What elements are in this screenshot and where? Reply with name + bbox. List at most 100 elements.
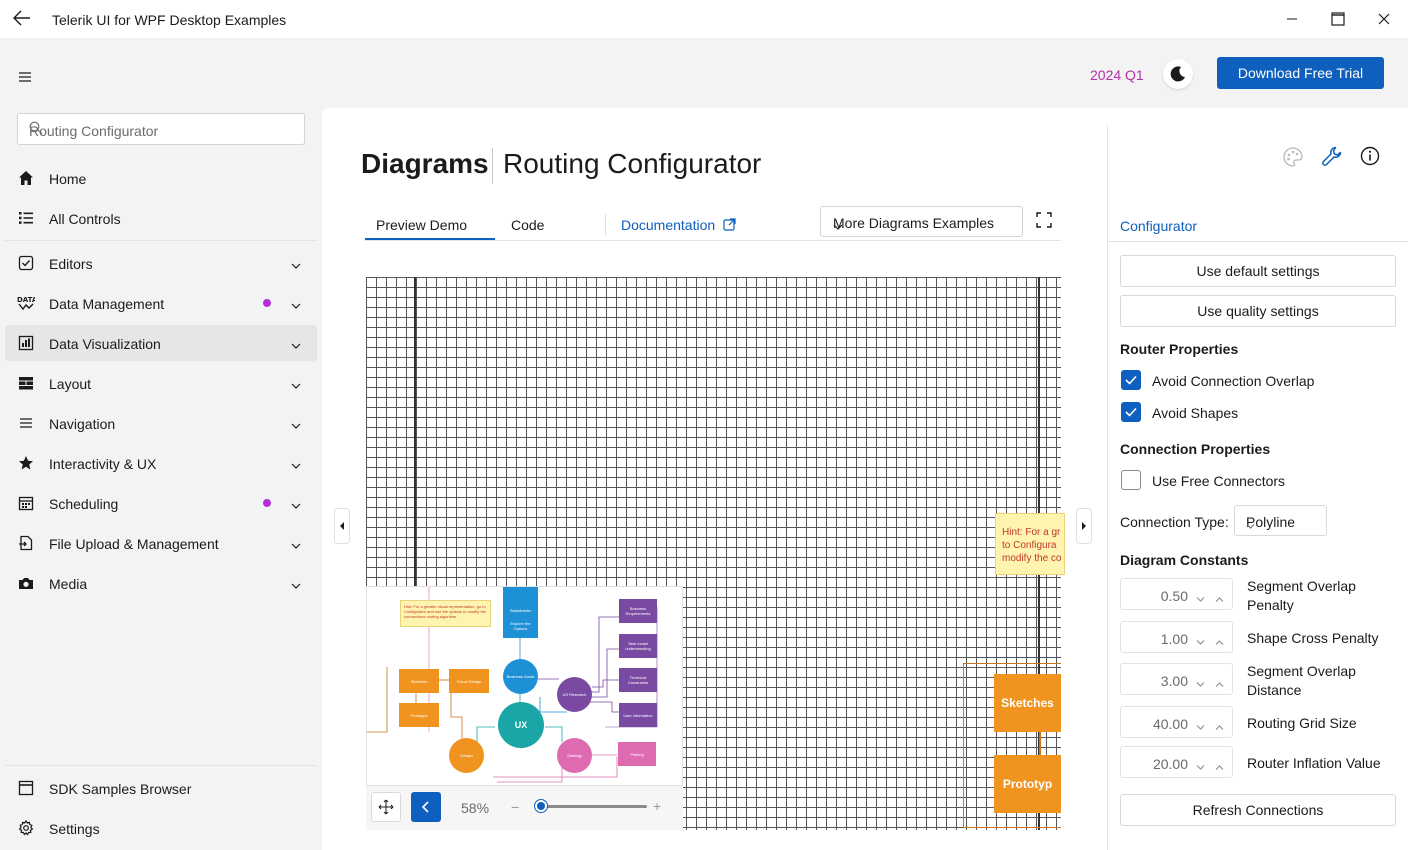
hamburger-icon[interactable]	[18, 70, 34, 84]
connection-type-select[interactable]: Polyline	[1234, 505, 1327, 536]
zoom-slider-track[interactable]	[537, 805, 647, 808]
chevron-down-icon[interactable]	[1196, 718, 1205, 734]
zoom-out-icon[interactable]: −	[511, 799, 520, 815]
free-connectors-checkbox[interactable]	[1121, 470, 1141, 490]
pan-button[interactable]	[371, 792, 401, 822]
theme-toggle-button[interactable]	[1163, 59, 1193, 89]
sidebar-item-data-visualization[interactable]: Data Visualization	[5, 325, 317, 361]
ov-shape-planing: Planing	[618, 742, 656, 766]
ov-shape-technical: Technical Constraints	[619, 668, 657, 692]
chevron-up-icon[interactable]	[1215, 758, 1224, 774]
ov-label: Design	[460, 753, 473, 758]
avoid-shapes-label[interactable]: Avoid Shapes	[1152, 405, 1239, 421]
chevron-up-icon[interactable]	[1215, 718, 1224, 734]
router-inflation-input[interactable]: 20.00	[1120, 746, 1233, 778]
shape-cross-penalty-input[interactable]: 1.00	[1120, 621, 1233, 653]
ov-label: Technical Constraints	[627, 675, 649, 685]
tab-configurator[interactable]: Configurator	[1120, 218, 1198, 234]
collapse-right-button[interactable]	[1076, 508, 1092, 544]
chevron-up-icon[interactable]	[1215, 633, 1224, 649]
router-inflation-label: Router Inflation Value	[1247, 755, 1381, 771]
list-icon	[17, 209, 35, 227]
sidebar-item-media[interactable]: Media	[5, 565, 317, 601]
routing-grid-size-input[interactable]: 40.00	[1120, 706, 1233, 738]
use-default-settings-button[interactable]: Use default settings	[1120, 255, 1396, 287]
zoom-slider-thumb[interactable]	[535, 800, 547, 812]
fullscreen-icon[interactable]	[1036, 212, 1054, 230]
zoom-in-icon[interactable]: +	[653, 798, 662, 814]
collapse-left-button[interactable]	[334, 508, 350, 544]
sidebar-item-label: File Upload & Management	[49, 536, 219, 552]
sidebar-item-label: Layout	[49, 376, 92, 392]
gear-icon	[17, 819, 35, 837]
chevron-down-icon	[291, 577, 301, 595]
sidebar-item-label: Editors	[49, 256, 93, 272]
sidebar-item-editors[interactable]: Editors	[5, 245, 317, 281]
minimize-icon[interactable]	[1280, 8, 1304, 30]
chevron-down-icon[interactable]	[1196, 590, 1205, 606]
chevron-down-icon[interactable]	[1196, 675, 1205, 691]
chevron-up-icon[interactable]	[1215, 590, 1224, 606]
avoid-shapes-checkbox[interactable]	[1121, 402, 1141, 422]
search-box[interactable]: Routing Configurator	[17, 113, 305, 145]
ov-shape-ux: UX	[498, 702, 544, 748]
numeric-value: 20.00	[1152, 756, 1188, 772]
avoid-overlap-label[interactable]: Avoid Connection Overlap	[1152, 373, 1315, 389]
file-icon	[17, 534, 35, 552]
segment-overlap-distance-input[interactable]: 3.00	[1120, 663, 1233, 695]
close-icon[interactable]	[1372, 8, 1396, 30]
connection-line	[1039, 732, 1041, 755]
chevron-up-icon[interactable]	[1215, 675, 1224, 691]
search-icon[interactable]	[29, 121, 295, 138]
window-title: Telerik UI for WPF Desktop Examples	[52, 12, 287, 28]
palette-icon[interactable]	[1282, 146, 1304, 168]
chevron-down-icon[interactable]	[1196, 758, 1205, 774]
chevron-down-icon	[291, 297, 301, 315]
tab-separator	[605, 214, 606, 236]
collapse-overview-button[interactable]	[411, 792, 441, 822]
move-icon	[378, 799, 394, 815]
sidebar-item-file-upload[interactable]: File Upload & Management	[5, 525, 317, 561]
back-icon[interactable]	[12, 9, 34, 29]
sidebar-item-label: SDK Samples Browser	[49, 781, 192, 797]
tabs-baseline	[365, 240, 1061, 241]
shape-prototype[interactable]: Prototyp	[994, 755, 1061, 813]
sidebar-item-home[interactable]: Home	[5, 160, 317, 196]
download-trial-button[interactable]: Download Free Trial	[1217, 57, 1384, 89]
tab-preview-demo[interactable]: Preview Demo	[376, 217, 468, 233]
tab-code[interactable]: Code	[511, 217, 545, 233]
shape-sketches[interactable]: Sketches	[994, 674, 1061, 732]
ov-shape-ux-research: UX Research	[557, 677, 592, 712]
sidebar-item-layout[interactable]: Layout	[5, 365, 317, 401]
chevron-down-icon[interactable]	[1196, 633, 1205, 649]
chevron-down-icon	[291, 457, 301, 475]
chevron-down-icon	[833, 218, 1012, 234]
info-icon[interactable]	[1359, 145, 1381, 167]
use-quality-settings-button[interactable]: Use quality settings	[1120, 295, 1396, 327]
refresh-connections-button[interactable]: Refresh Connections	[1120, 794, 1396, 826]
free-connectors-label[interactable]: Use Free Connectors	[1152, 473, 1286, 489]
new-indicator-dot	[263, 499, 271, 507]
sidebar-item-interactivity[interactable]: Interactivity & UX	[5, 445, 317, 481]
documentation-link[interactable]: Documentation	[621, 217, 736, 233]
tab-active-indicator	[365, 238, 495, 240]
maximize-icon[interactable]	[1326, 8, 1350, 30]
sidebar-item-scheduling[interactable]: Scheduling	[5, 485, 317, 521]
ov-label: Explore the Options	[510, 621, 531, 631]
wrench-icon[interactable]	[1321, 145, 1343, 167]
more-examples-dropdown[interactable]: More Diagrams Examples	[820, 206, 1023, 237]
ov-shape-prototype: Prototype	[399, 703, 439, 727]
configurator-separator	[1107, 125, 1108, 850]
sidebar-item-all-controls[interactable]: All Controls	[5, 200, 317, 236]
sidebar-item-sdk-browser[interactable]: SDK Samples Browser	[5, 770, 317, 806]
avoid-overlap-checkbox[interactable]	[1121, 370, 1141, 390]
sidebar-divider	[5, 765, 317, 766]
sidebar-item-navigation[interactable]: Navigation	[5, 405, 317, 441]
chevron-down-icon	[1246, 517, 1317, 533]
sidebar-item-data-management[interactable]: DATA Data Management	[5, 285, 317, 321]
hint-line: Hint: For a gr	[1002, 527, 1061, 538]
sidebar-item-settings[interactable]: Settings	[5, 810, 317, 846]
segment-overlap-penalty-input[interactable]: 0.50	[1120, 578, 1233, 610]
search-input[interactable]: Routing Configurator	[29, 123, 159, 139]
chevron-down-icon	[291, 537, 301, 555]
